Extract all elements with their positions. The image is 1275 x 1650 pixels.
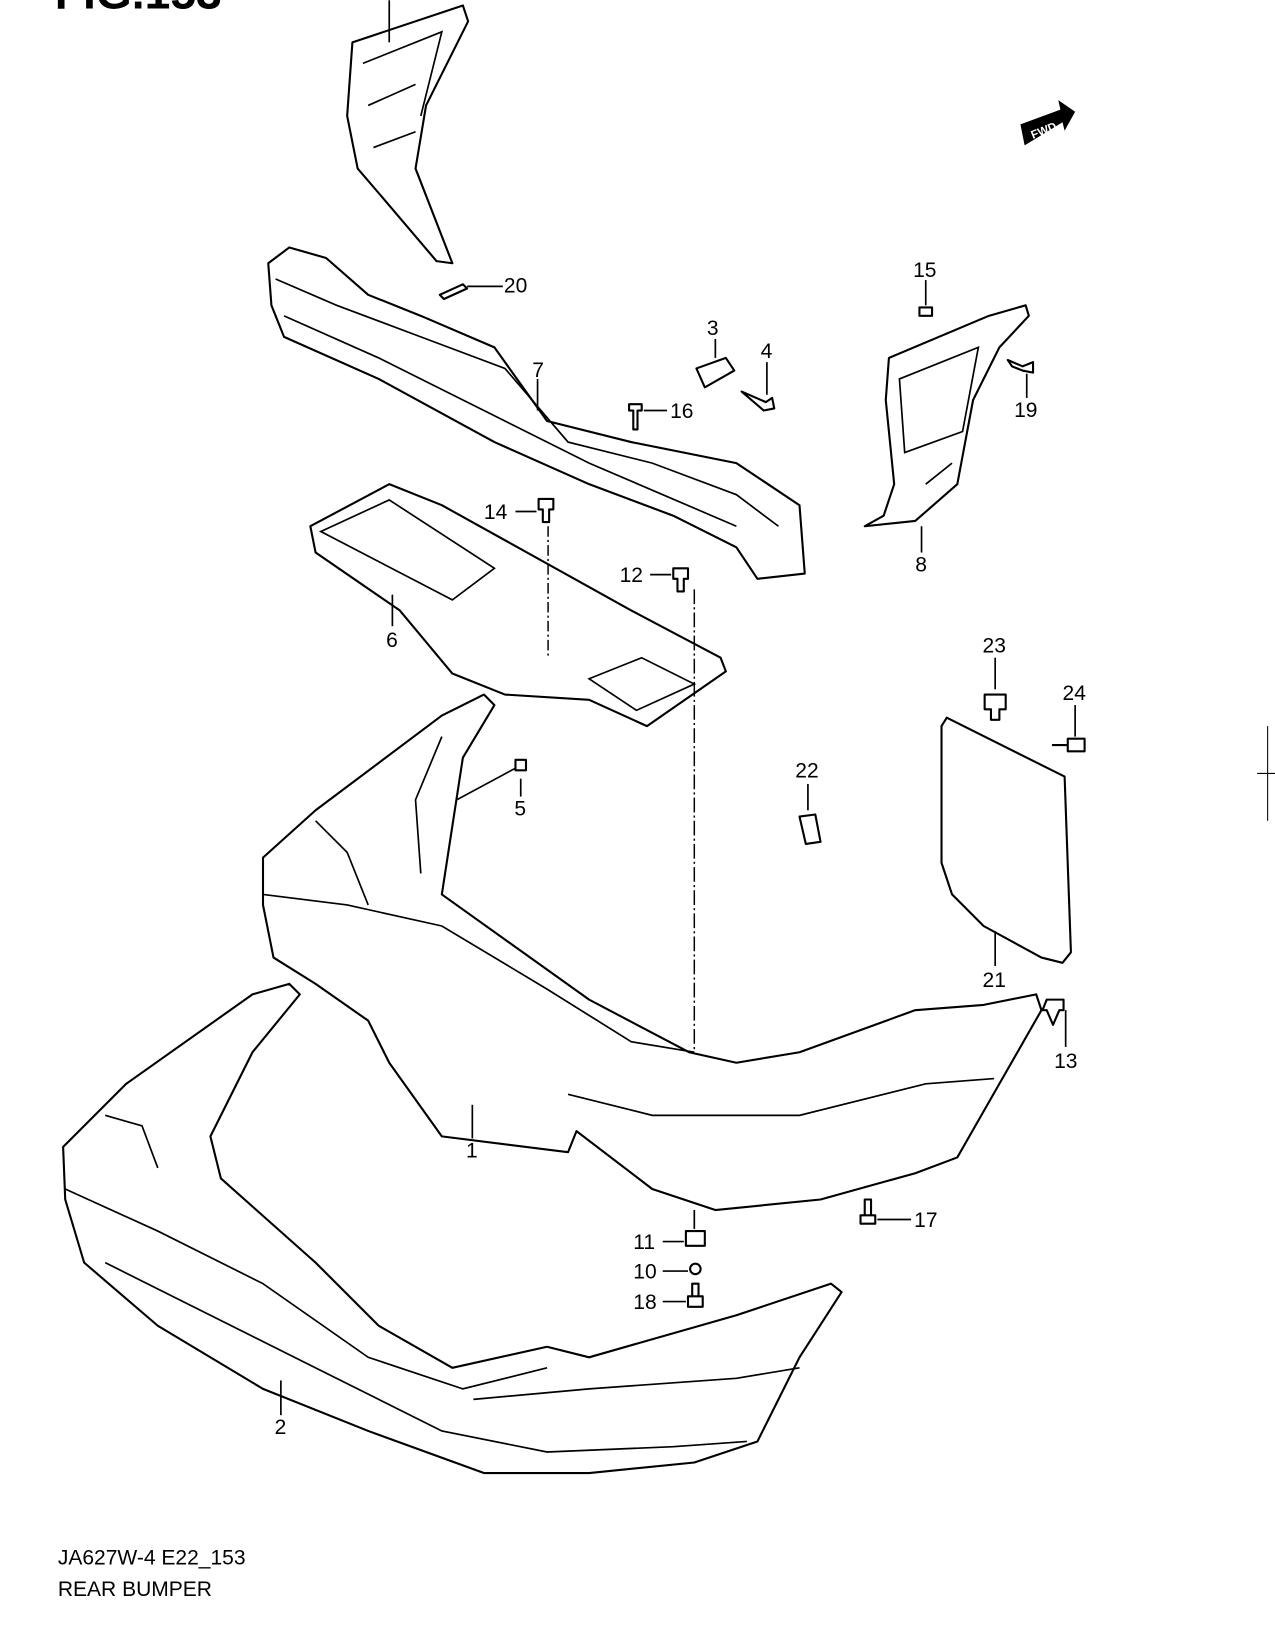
callout-17: 17 — [914, 1209, 937, 1232]
diagram-code: JA627W-4 E22_153 — [58, 1547, 246, 1570]
part-23-clip — [983, 693, 1007, 721]
callout-5: 5 — [514, 798, 526, 821]
part-21-mud-guard — [940, 716, 1072, 964]
diagram-title: REAR BUMPER — [58, 1578, 212, 1601]
part-12-clip — [672, 567, 690, 593]
part-10-washer — [689, 1262, 702, 1276]
callout-18: 18 — [633, 1291, 656, 1314]
callout-22: 22 — [795, 760, 818, 783]
part-14-clip — [537, 497, 555, 524]
callout-19: 19 — [1014, 399, 1037, 422]
part-1-bumper-inner — [261, 693, 1043, 1212]
part-11-cushion — [684, 1230, 706, 1247]
callout-14: 14 — [484, 501, 508, 524]
part-17-bolt — [859, 1198, 877, 1225]
part-4-screw — [740, 390, 776, 412]
part-19-screw — [1006, 358, 1035, 374]
part-6-step-panel — [309, 483, 727, 728]
part-24-screw — [1051, 737, 1086, 753]
part-13-clip — [1041, 998, 1065, 1026]
callout-21: 21 — [983, 969, 1006, 992]
callout-6: 6 — [386, 629, 398, 652]
callout-15: 15 — [913, 259, 936, 282]
part-20-clip — [438, 283, 469, 301]
figure-title: FIG.153 — [55, 0, 222, 19]
callout-1: 1 — [466, 1139, 478, 1162]
callout-4: 4 — [761, 340, 773, 363]
callout-16: 16 — [670, 400, 693, 423]
callout-7: 7 — [532, 359, 544, 382]
callout-23: 23 — [983, 634, 1006, 657]
part-3-bracket — [695, 356, 736, 389]
part-22-nut — [798, 813, 822, 845]
callout-13: 13 — [1054, 1050, 1077, 1073]
callout-12: 12 — [620, 564, 643, 587]
callout-10: 10 — [633, 1260, 656, 1283]
callout-11: 11 — [633, 1231, 655, 1254]
part-2-bumper-cover — [62, 982, 843, 1475]
callout-8: 8 — [915, 553, 927, 576]
part-16-bolt — [628, 403, 643, 431]
callout-20: 20 — [504, 275, 527, 298]
part-8-side-bracket — [863, 304, 1030, 553]
part-15-nut — [918, 306, 934, 317]
part-18-bolt — [686, 1282, 704, 1308]
callout-24: 24 — [1062, 682, 1086, 705]
part-upper-bracket — [346, 0, 470, 265]
callout-3: 3 — [707, 317, 719, 340]
part-7-reinforcement — [267, 246, 806, 580]
callout-2: 2 — [275, 1416, 287, 1439]
fwd-arrow-icon: FWD — [1020, 100, 1076, 146]
part-5-clip — [514, 758, 528, 772]
